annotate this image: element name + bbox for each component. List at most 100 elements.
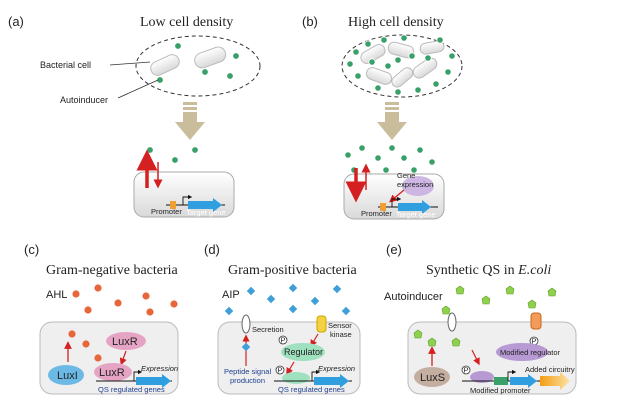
bound-regulator xyxy=(282,372,310,384)
activation-arrow-b xyxy=(389,189,405,203)
panel-b-letter: (b) xyxy=(302,14,318,29)
panel-d-title: Gram-positive bacteria xyxy=(228,263,357,278)
panel-e-title-organism: E.coli xyxy=(517,263,551,278)
activator-b xyxy=(402,176,434,196)
transporter-e xyxy=(447,312,457,332)
autoinducers-outside-b xyxy=(344,144,436,180)
added-circuitry-label: Added circuitry xyxy=(525,365,575,374)
phospho-label-e2: P xyxy=(464,366,469,375)
aip-label: AIP xyxy=(222,289,240,301)
expression-label-c: Expression xyxy=(141,364,178,373)
panel-a-letter: (a) xyxy=(8,14,24,29)
aip-molecules-outside xyxy=(224,283,351,316)
bound-modified-regulator xyxy=(470,371,494,383)
ai-molecules-outside-e xyxy=(441,285,557,315)
ai-molecules-inside-e xyxy=(413,329,461,347)
peptide-label-1: Peptide signal xyxy=(224,367,271,376)
luxr-bound-protein xyxy=(94,363,132,381)
down-arrow-a xyxy=(175,102,205,140)
autoinducer-label-e: Autoinducer xyxy=(384,291,443,303)
bacterial-cell xyxy=(150,54,180,76)
autoinducer-leader xyxy=(117,79,159,99)
regulator-protein xyxy=(281,343,325,361)
panel-e: (e) Synthetic QS in E.coli Autoinducer L… xyxy=(384,242,577,395)
panel-a-title: Low cell density xyxy=(140,15,233,30)
autoinducers-outside-a xyxy=(146,146,199,164)
expression-label-d: Expression xyxy=(318,364,355,373)
panel-b: (b) High cell density xyxy=(302,14,463,220)
luxi-label: LuxI xyxy=(57,370,78,382)
phospho-label-d2: P xyxy=(278,366,283,375)
added-circuitry-arrow xyxy=(540,372,570,390)
autoinducer-label: Autoinducer xyxy=(60,95,108,105)
phospho-group-d1 xyxy=(278,335,288,345)
phosphorelay-arrow xyxy=(310,333,319,348)
gene-expression-label-1: Gene xyxy=(397,171,415,180)
panel-e-letter: (e) xyxy=(386,242,402,257)
secretion-channel xyxy=(241,314,251,334)
target-gene-arrow-a xyxy=(188,198,222,212)
panel-d: (d) Gram-positive bacteria AIP Secretion… xyxy=(204,242,361,395)
bacterial-cell xyxy=(194,46,227,69)
phospho-group-d2 xyxy=(275,365,285,375)
target-gene-label-b: Target gene xyxy=(396,210,436,219)
phospho-label-e1: P xyxy=(532,337,537,346)
panel-c-title: Gram-negative bacteria xyxy=(46,263,179,278)
gene-arrow-d xyxy=(314,374,349,388)
ahl-molecules-inside xyxy=(68,330,102,362)
secretion-label: Secretion xyxy=(252,325,284,334)
qs-genes-label-d: QS regulated genes xyxy=(278,385,345,394)
panel-e-title: Synthetic QS in E.coli xyxy=(426,263,551,278)
panel-a: (a) Low cell density Bacterial cell Auto… xyxy=(8,14,261,218)
promoter-box-a xyxy=(170,201,176,209)
peptide-label-2: production xyxy=(230,376,265,385)
gene-arrow-e xyxy=(510,374,537,388)
luxr-label: LuxR xyxy=(112,336,138,348)
autoinducers-low xyxy=(156,42,240,84)
gene-expression-label-2: expression xyxy=(397,180,433,189)
colony-outline-high xyxy=(341,34,463,98)
luxr-binding-arrow xyxy=(119,350,127,366)
gene-arrow-c xyxy=(136,374,171,388)
phospho-group-e2 xyxy=(461,365,471,375)
promoter-label-b: Promoter xyxy=(361,209,392,218)
panel-c: (c) Gram-negative bacteria AHL LuxR LuxI… xyxy=(24,242,179,395)
tss-arrow-d xyxy=(311,369,321,381)
sensor-label-2: kinase xyxy=(330,330,352,339)
promoter-label-a: Promoter xyxy=(151,207,182,216)
target-gene-label-a: Target gene xyxy=(186,208,226,217)
luxr-protein xyxy=(106,332,146,350)
target-gene-arrow-b xyxy=(398,200,431,214)
panel-c-letter: (c) xyxy=(24,242,39,257)
panel-b-title: High cell density xyxy=(348,15,444,30)
luxi-protein xyxy=(48,365,84,385)
bacterial-cells-high xyxy=(360,40,445,88)
tss-arrow-e xyxy=(507,369,517,381)
sensor-label-1: Sensor xyxy=(328,321,352,330)
regulator-activation-arrow-e xyxy=(471,349,480,366)
panel-d-letter: (d) xyxy=(204,242,220,257)
membrane-receptor-e xyxy=(530,312,542,330)
modified-regulator-protein xyxy=(496,343,548,361)
promoter-box-b xyxy=(380,203,386,211)
ahl-molecules-outside xyxy=(72,284,178,316)
phospho-label-d1: P xyxy=(281,336,286,345)
luxr-bound-label: LuxR xyxy=(99,367,125,379)
aip-inside xyxy=(241,342,251,352)
bacterial-cells-low xyxy=(150,46,227,76)
colony-outline-low xyxy=(135,35,261,97)
sensor-kinase xyxy=(316,315,327,333)
tss-arrow-c xyxy=(133,369,143,381)
autoinducers-high xyxy=(346,34,456,96)
ahl-label: AHL xyxy=(46,289,67,301)
modified-promoter-label: Modified promoter xyxy=(470,386,531,395)
bacterial-cell-leader xyxy=(109,61,151,66)
regulator-activation-arrow xyxy=(286,361,295,376)
modified-promoter-box xyxy=(494,377,508,385)
regulator-label: Regulator xyxy=(284,347,323,357)
panel-e-title-prefix: Synthetic QS in xyxy=(426,263,518,278)
bacterial-cell-label: Bacterial cell xyxy=(40,60,91,70)
tss-arrow-a xyxy=(182,194,193,205)
tss-arrow-b xyxy=(391,196,402,207)
